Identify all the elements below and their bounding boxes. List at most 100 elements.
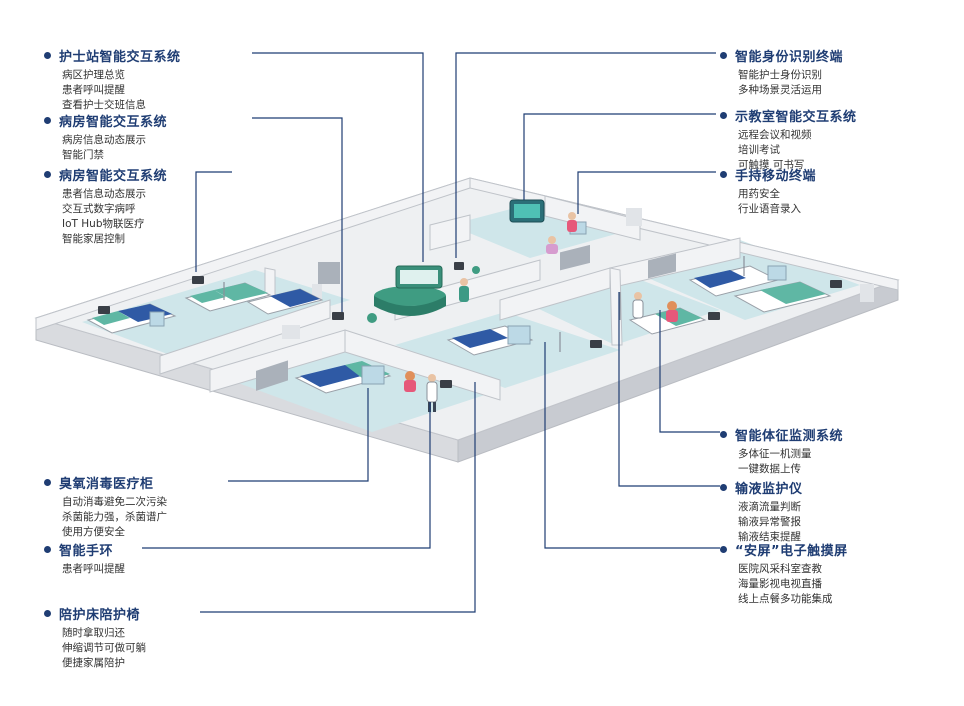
callout-title: 示教室智能交互系统	[735, 110, 857, 125]
bullet-dot	[44, 171, 51, 178]
classroom-people	[546, 212, 577, 254]
wall-inner-3	[344, 329, 501, 401]
callout-title: “安屏”电子触摸屏	[735, 544, 848, 559]
room-floor-center	[230, 345, 500, 432]
patient-1	[404, 371, 416, 392]
callout-item: 自动消毒避免二次污染	[62, 496, 167, 508]
callout-item: 伸缩调节可做可躺	[62, 642, 146, 654]
wall-inner-8	[429, 214, 471, 251]
callout-item: 查看护士交班信息	[62, 99, 146, 111]
callout-item: 随时拿取归还	[62, 627, 125, 639]
wall-monitor-7	[830, 280, 842, 288]
callout-items: 远程会议和视频 培训考试 可触摸 可书写	[720, 128, 857, 173]
callout-ozone-cabinet: 臭氧消毒医疗柜 自动消毒避免二次污染 杀菌能力强，杀菌谱广 使用方便安全	[44, 473, 167, 540]
callout-title: 智能体征监测系统	[735, 429, 844, 444]
plant-2	[472, 266, 480, 274]
callout-ward-system-2: 病房智能交互系统 患者信息动态展示 交互式数字病呼 IoT Hub物联医疗 智能…	[44, 165, 167, 247]
bullet-dot	[720, 484, 727, 491]
bullet-dot	[720, 546, 727, 553]
leader-classroom-system	[523, 113, 716, 200]
callout-item: 一键数据上传	[738, 463, 801, 475]
callout-item: 液滴流量判断	[738, 501, 801, 513]
callout-items: 医院风采科室查教 海量影视电视直播 线上点餐多功能集成	[720, 562, 848, 607]
callout-item: 智能家居控制	[62, 233, 125, 245]
window-7	[860, 284, 874, 302]
room-floor-left	[82, 270, 350, 355]
bed-5	[446, 325, 534, 356]
plant-1	[367, 313, 377, 323]
callout-item: 患者信息动态展示	[62, 188, 146, 200]
callout-item: 行业语音录入	[738, 203, 801, 215]
callout-items: 病区护理总览 患者呼叫提醒 查看护士交班信息	[44, 68, 181, 113]
callout-nurse-station: 护士站智能交互系统 病区护理总览 患者呼叫提醒 查看护士交班信息	[44, 46, 181, 113]
callout-infusion-monitor: 输液监护仪 液滴流量判断 输液异常警报 输液结束提醒	[720, 478, 803, 545]
wall-monitor-8	[454, 262, 464, 270]
callout-items: 患者呼叫提醒	[44, 562, 125, 577]
wall-monitor-4	[440, 380, 452, 388]
bed-2	[184, 282, 272, 312]
window-5	[312, 284, 322, 302]
leader-handheld-terminal	[577, 171, 716, 214]
callout-items: 自动消毒避免二次污染 杀菌能力强，杀菌谱广 使用方便安全	[44, 495, 167, 540]
cabinet-1	[149, 311, 165, 327]
cabinet-2	[361, 365, 385, 385]
callout-item: 可触摸 可书写	[738, 159, 805, 171]
leader-ward-system-1	[252, 117, 343, 312]
callout-item: 输液异常警报	[738, 516, 801, 528]
bed-1	[86, 303, 177, 334]
callout-items: 液滴流量判断 输液异常警报 输液结束提醒	[720, 500, 803, 545]
bullet-dot	[44, 479, 51, 486]
callout-items: 用药安全 行业语音录入	[720, 187, 816, 217]
bed-8	[733, 281, 832, 313]
bullet-dot	[720, 52, 727, 59]
callout-items: 随时拿取归还 伸缩调节可做可躺 便捷家属陪护	[44, 626, 146, 671]
callout-item: 线上点餐多功能集成	[738, 593, 833, 605]
callout-title: 臭氧消毒医疗柜	[59, 477, 154, 492]
wall-inner-9	[544, 195, 641, 241]
callout-title: 智能手环	[59, 544, 114, 559]
callout-identity-terminal: 智能身份识别终端 智能护士身份识别 多种场景灵活运用	[720, 46, 843, 98]
bullet-dot	[720, 112, 727, 119]
callout-items: 患者信息动态展示 交互式数字病呼 IoT Hub物联医疗 智能家居控制	[44, 187, 167, 247]
leader-escort-chair	[200, 382, 476, 613]
callout-item: 输液结束提醒	[738, 531, 801, 543]
callout-item: 多体征一机测量	[738, 448, 812, 460]
callout-item: 远程会议和视频	[738, 129, 812, 141]
room-floor-mid	[395, 312, 620, 388]
window-4	[318, 262, 340, 284]
cabinet-3	[767, 265, 787, 281]
callout-title: 护士站智能交互系统	[59, 50, 181, 65]
callout-item: 杀菌能力强，杀菌谱广	[62, 511, 167, 523]
callout-item: 使用方便安全	[62, 526, 125, 538]
window-8	[282, 325, 300, 339]
callout-item: 病区护理总览	[62, 69, 125, 81]
window-3	[648, 253, 676, 279]
callout-items: 智能护士身份识别 多种场景灵活运用	[720, 68, 843, 98]
bullet-dot	[720, 431, 727, 438]
callout-item: 用药安全	[738, 188, 780, 200]
wall-inner-1	[159, 299, 331, 375]
wall-monitor-6	[708, 312, 720, 320]
leader-smart-band	[142, 402, 431, 549]
callout-escort-chair: 陪护床陪护椅 随时拿取归还 伸缩调节可做可躺 便捷家属陪护	[44, 604, 146, 671]
leader-anping-screen	[544, 342, 720, 549]
window-2	[560, 244, 590, 271]
wall-monitor-5	[590, 340, 602, 348]
callout-item: 患者呼叫提醒	[62, 563, 125, 575]
callout-item: 患者呼叫提醒	[62, 84, 125, 96]
bullet-dot	[44, 610, 51, 617]
bed-3	[246, 288, 324, 315]
callout-handheld-terminal: 手持移动终端 用药安全 行业语音录入	[720, 165, 816, 217]
callout-title: 手持移动终端	[735, 169, 817, 184]
callout-items: 多体征一机测量 一键数据上传	[720, 447, 843, 477]
bullet-dot	[44, 117, 51, 124]
classroom-screen	[509, 199, 545, 223]
callout-item: 多种场景灵活运用	[738, 84, 822, 96]
leader-nurse-station	[252, 52, 424, 262]
callout-classroom-system: 示教室智能交互系统 远程会议和视频 培训考试 可触摸 可书写	[720, 106, 857, 173]
bullet-dot	[720, 171, 727, 178]
callout-title: 智能身份识别终端	[735, 50, 844, 65]
wall-monitor-2	[98, 306, 110, 314]
callout-ward-system-1: 病房智能交互系统 病房信息动态展示 智能门禁	[44, 111, 167, 163]
